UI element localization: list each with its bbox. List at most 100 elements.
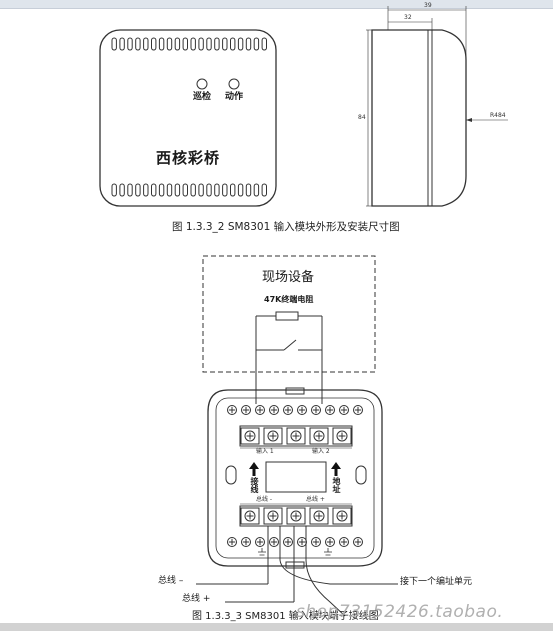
terminal-screw	[336, 510, 348, 522]
site-device-title: 现场设备	[262, 270, 315, 285]
vent-slot	[237, 183, 244, 197]
top-vents	[111, 37, 268, 51]
side-right-label: 地址	[332, 477, 341, 493]
terminal-screw	[269, 405, 279, 415]
next-unit-label: 接下一个编址单元	[400, 577, 473, 587]
vent-slot	[166, 183, 173, 197]
terminal-screw	[283, 537, 293, 547]
vent-slot	[222, 183, 228, 197]
terminal-screw	[336, 430, 348, 442]
figure2-caption: 图 1.3.3_3 SM8301 输入模块端子接线图	[192, 611, 379, 622]
figure1-caption: 图 1.3.3_2 SM8301 输入模块外形及安装尺寸图	[172, 221, 400, 233]
window-top-bar	[0, 0, 553, 9]
vent-slot	[182, 37, 189, 51]
vent-slot	[151, 183, 157, 197]
terminal-screw	[290, 430, 302, 442]
vent-slot	[119, 37, 125, 51]
dim-width-outer: 39	[424, 2, 432, 9]
bus-terminal-left-label: 总线 -	[256, 496, 273, 503]
terminal-screw	[325, 537, 335, 547]
vent-slot	[253, 37, 260, 51]
vent-slot	[222, 37, 228, 51]
vent-slot	[206, 37, 212, 51]
terminal-screw	[255, 405, 265, 415]
vent-slot	[261, 183, 268, 197]
left-arrow-icon	[249, 462, 259, 476]
terminal-screw	[244, 510, 256, 522]
terminal-screw	[227, 537, 237, 547]
input2-label: 输入 2	[312, 448, 330, 455]
terminal-screw	[267, 510, 279, 522]
terminal-screw	[255, 537, 265, 547]
terminal-screw	[311, 537, 321, 547]
led-action-label: 动作	[225, 92, 244, 102]
vent-slot	[245, 183, 252, 197]
vent-slot	[190, 37, 196, 51]
vent-slot	[111, 183, 117, 197]
bus-terminal-right-label: 总线 +	[306, 496, 325, 503]
vent-slot	[158, 183, 165, 197]
right-arrow-icon	[331, 462, 341, 476]
brand-logo-text: 西核彩桥	[156, 149, 221, 167]
vent-slot	[143, 183, 149, 197]
vent-slot	[182, 183, 189, 197]
vent-slot	[214, 37, 220, 51]
bottom-vents	[111, 183, 268, 197]
vent-slot	[230, 183, 236, 197]
terminal-screw	[339, 405, 349, 415]
terminal-screw	[241, 537, 251, 547]
terminal-board-outline	[207, 389, 383, 567]
led-patrol-indicator	[196, 78, 208, 90]
bottom-terminal-strip	[227, 537, 363, 547]
vent-slot	[198, 183, 204, 197]
vent-slot	[214, 183, 220, 197]
vent-slot	[230, 37, 236, 51]
terminal-screw	[339, 537, 349, 547]
vent-slot	[166, 37, 173, 51]
top-terminal-strip	[227, 405, 363, 415]
window-bottom-bar	[0, 623, 553, 631]
vent-slot	[174, 37, 181, 51]
vent-slot	[206, 183, 212, 197]
module-side-outline	[371, 29, 467, 207]
vent-slot	[237, 37, 244, 51]
terminal-screw	[290, 510, 302, 522]
terminal-screw	[241, 405, 251, 415]
vent-slot	[158, 37, 165, 51]
shop-watermark: shop73152426.taobao.	[296, 602, 504, 622]
vent-slot	[111, 37, 117, 51]
bus-minus-label: 总线 –	[158, 576, 184, 586]
input-terminal-block	[240, 427, 352, 445]
vent-slot	[151, 37, 157, 51]
side-left-label: 接线	[250, 477, 259, 493]
vent-slot	[135, 37, 141, 51]
bus-terminal-block	[240, 507, 352, 525]
vent-slot	[261, 37, 268, 51]
terminal-screw	[353, 405, 363, 415]
vent-slot	[253, 183, 260, 197]
vent-slot	[190, 183, 196, 197]
terminal-screw	[227, 405, 237, 415]
terminal-screw	[313, 510, 325, 522]
terminal-screw	[297, 405, 307, 415]
terminal-screw	[353, 537, 363, 547]
address-window	[265, 461, 327, 493]
vent-slot	[174, 183, 181, 197]
dim-radius: R484	[490, 112, 506, 119]
vent-slot	[135, 183, 141, 197]
terminal-screw	[311, 405, 321, 415]
led-patrol-label: 巡检	[193, 92, 212, 102]
resistor-label: 47K终端电阻	[264, 295, 314, 304]
terminal-screw	[325, 405, 335, 415]
terminal-screw	[313, 430, 325, 442]
terminal-screw	[244, 430, 256, 442]
input1-label: 输入 1	[256, 448, 274, 455]
terminal-screw	[267, 430, 279, 442]
vent-slot	[198, 37, 204, 51]
terminal-screw	[283, 405, 293, 415]
vent-slot	[119, 183, 125, 197]
module-front-outline	[99, 29, 277, 207]
vent-slot	[143, 37, 149, 51]
dim-width-inner: 32	[404, 14, 412, 21]
